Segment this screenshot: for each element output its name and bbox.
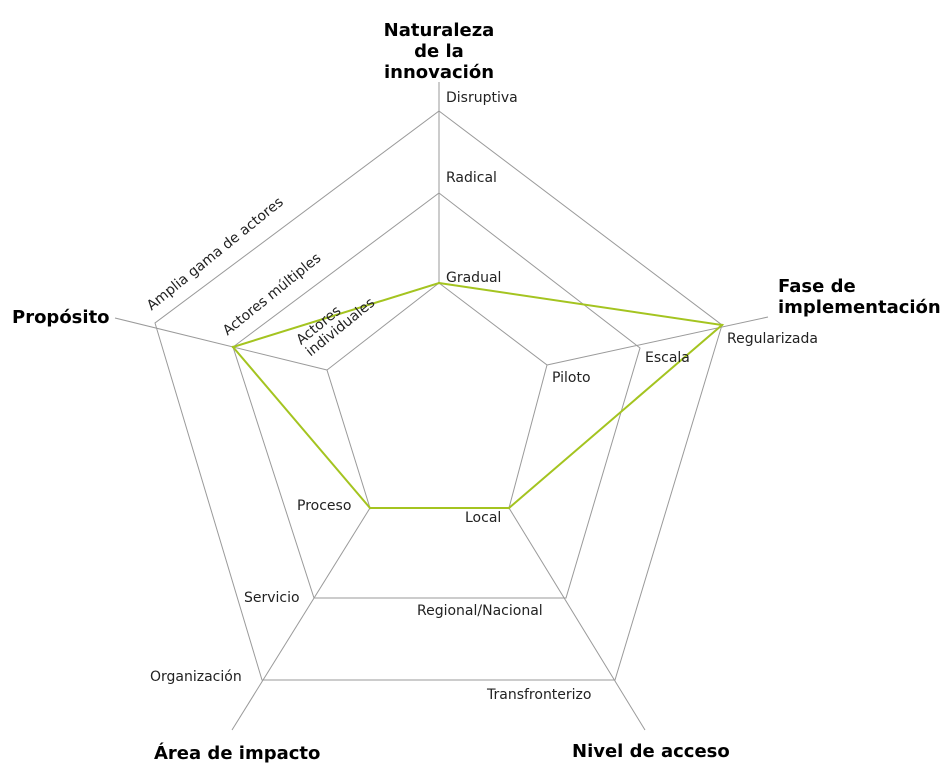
level-label: Proceso [297,498,352,514]
level-label: Regional/Nacional [417,603,543,619]
level-label: Servicio [244,590,300,606]
level-label: Organización [150,669,242,685]
data-polygon [231,281,725,509]
level-label: Local [465,510,502,526]
level-label: Transfronterizo [487,687,592,703]
axis-title-proposito: Propósito [12,307,110,328]
data-point-1 [720,323,724,327]
axis-title-line: Naturaleza [383,20,495,41]
axis-title-line: implementación [778,297,941,318]
data-point-2 [507,506,511,510]
axis-line-2 [508,507,646,731]
axis-line-3 [231,507,371,731]
grid-ring-2 [232,192,641,599]
data-point-0 [437,281,441,285]
data-point-3 [368,506,372,510]
axis-title-line: Fase de [778,276,856,297]
data-point-4 [231,345,235,349]
axis-title-nivel: Nivel de acceso [572,741,730,762]
level-label: Radical [446,170,497,186]
level-label: Escala [645,350,690,366]
level-label: Gradual [446,270,502,286]
level-label: Disruptiva [446,90,518,106]
axis-title-area: Área de impacto [154,743,321,764]
axis-line-4 [114,317,328,371]
axis-title-line: de la innovación [383,41,495,83]
axis-title-naturaleza: Naturaleza de la innovación [358,20,520,83]
axis-line-1 [546,316,769,366]
axis-title-fase: Fase de implementación [778,276,941,318]
level-label: Regularizada [727,331,818,347]
level-label: Piloto [552,370,591,386]
grid-ring-3 [154,110,723,681]
